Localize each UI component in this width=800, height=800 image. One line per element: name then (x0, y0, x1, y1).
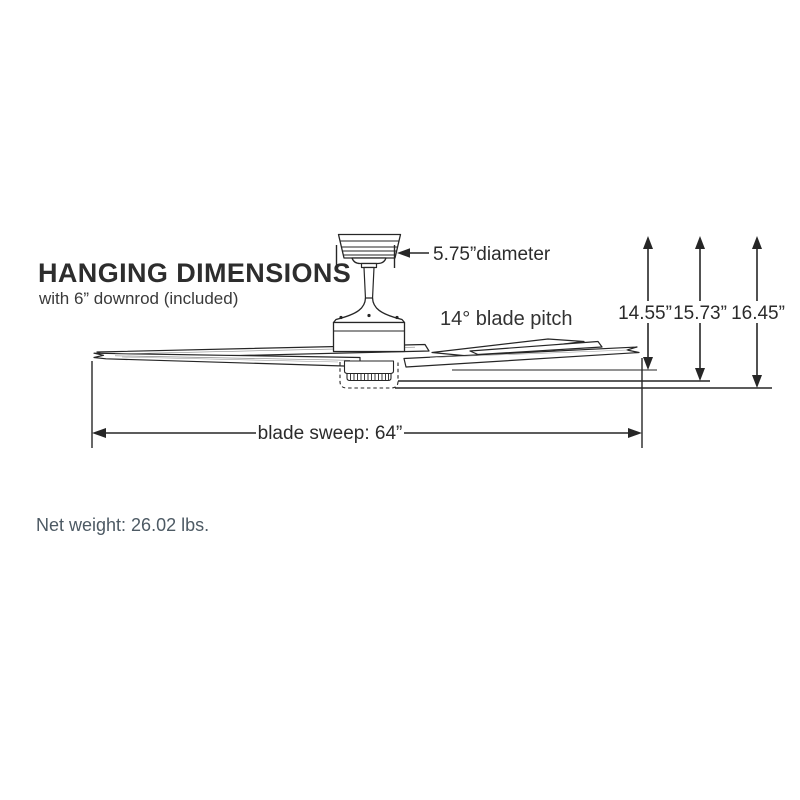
arrowhead-left (397, 248, 410, 258)
blade-pitch-label: 14° blade pitch (440, 308, 573, 330)
diameter-dimension (335, 245, 429, 268)
fan-blade (431, 338, 585, 357)
arrowhead-up (695, 236, 705, 249)
bolt-dot (367, 313, 371, 318)
light-kit-crenellation (350, 374, 389, 380)
light-kit-dashed-outline (339, 362, 399, 389)
net-weight-label: Net weight: 26.02 lbs. (36, 515, 209, 535)
arrowhead-up (752, 236, 762, 249)
arrowhead-down (752, 375, 762, 388)
light-kit (339, 360, 399, 389)
arrowhead-down (643, 357, 653, 370)
label-mask (618, 301, 673, 323)
height-dimensions (395, 236, 786, 389)
downrod (360, 262, 378, 300)
page-subtitle: with 6” downrod (included) (38, 289, 238, 308)
bolt-dot (339, 315, 343, 320)
motor-housing (332, 297, 406, 353)
blade-sweep-label: blade sweep: 64” (258, 423, 403, 444)
arrowhead-right (628, 428, 642, 438)
arrowhead-left (92, 428, 106, 438)
fan-blades (93, 338, 640, 368)
height-label-2: 15.73” (673, 303, 727, 324)
arrowhead-up (643, 236, 653, 249)
arrowhead-down (695, 368, 705, 381)
ceiling-fan-illustration (93, 233, 640, 389)
blade-shading-line (121, 356, 339, 363)
label-mask (673, 301, 728, 323)
blade-sweep-dimension (91, 358, 643, 448)
bolt-dot (395, 315, 399, 320)
label-mask (730, 301, 786, 323)
blade-shading-line (429, 349, 629, 358)
canopy-diameter-label: 5.75”diameter (433, 244, 551, 265)
page-title: HANGING DIMENSIONS (38, 258, 351, 288)
height-label-3: 16.45” (731, 303, 785, 324)
fan-blade (469, 340, 603, 356)
blade-shading-line (114, 355, 351, 361)
height-label-1: 14.55” (618, 303, 672, 324)
